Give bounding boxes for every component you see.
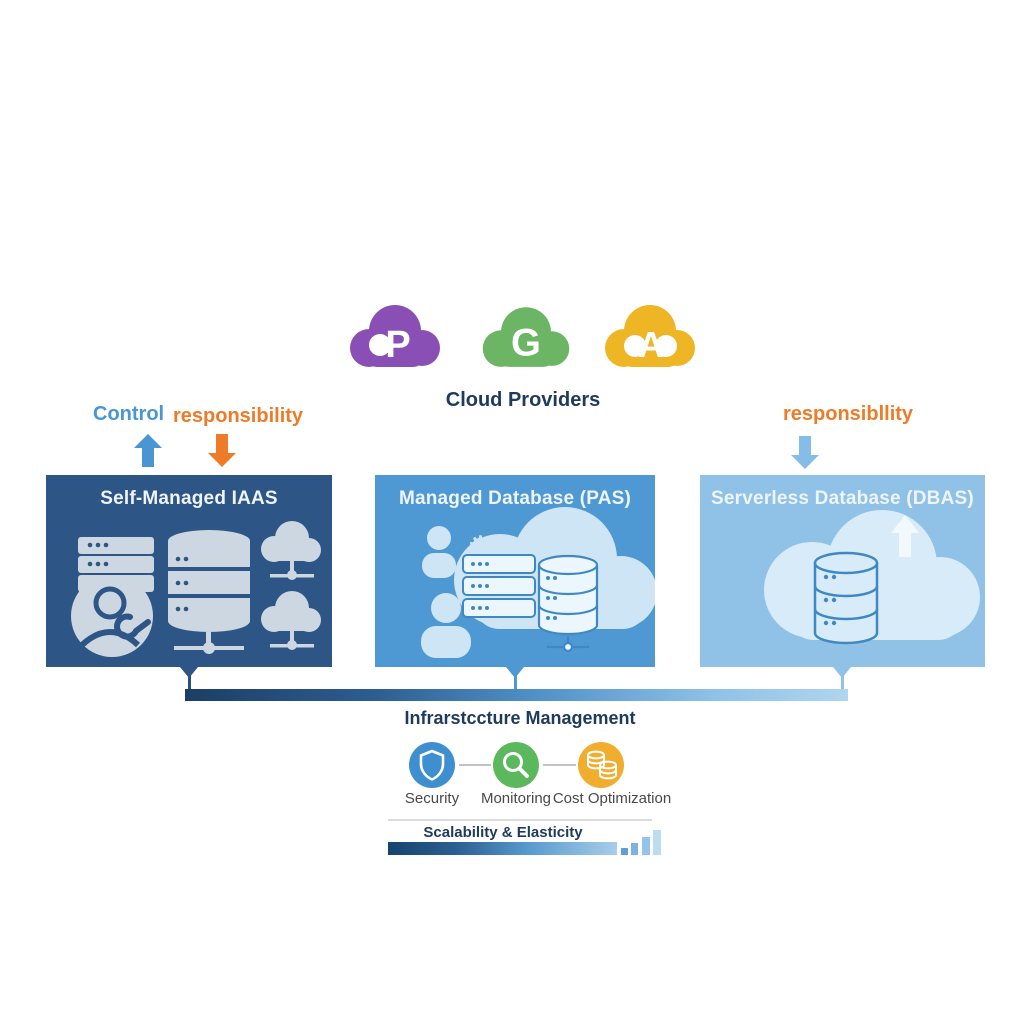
provider-a-letter: A — [638, 324, 664, 365]
panel-1-connector-line — [188, 667, 191, 691]
provider-cloud-g-icon: G — [482, 307, 570, 367]
panel-title: Serverless Database (DBAS) — [711, 488, 974, 509]
scalability-gradient-bar — [388, 842, 617, 855]
server-rack-outline-icon — [462, 554, 536, 618]
scalability-divider-line — [388, 819, 652, 821]
provider-cloud-p-icon: P — [350, 305, 440, 367]
monitoring-label: Monitoring — [480, 790, 552, 807]
growth-bars-icon — [653, 830, 661, 855]
monitoring-icon — [493, 742, 539, 788]
panel-1-notch — [180, 667, 198, 678]
growth-bars-icon — [642, 837, 650, 855]
security-icon — [409, 742, 455, 788]
infrastructure-management-label: Infrarstccture Management — [404, 708, 636, 728]
responsibility-label-right: responsibllity — [783, 403, 914, 425]
panel-2-connector-line — [514, 667, 517, 691]
database-outline-icon — [537, 554, 599, 653]
panel-managed-database: ⚙ — [375, 475, 655, 667]
database-stack-icon — [168, 530, 250, 654]
network-cloud-top-icon — [261, 521, 321, 580]
user-icon — [421, 526, 471, 658]
responsibility-label-left: responsibility — [173, 405, 304, 427]
cost-optimization-icon — [578, 742, 624, 788]
panel-connector-gradient-bar — [185, 689, 848, 701]
cloud-providers-label: Cloud Providers — [445, 389, 601, 411]
panel-3-notch — [833, 667, 851, 678]
panel-title: Managed Database (PAS) — [398, 488, 632, 509]
responsibility-down-arrow-right-icon — [791, 436, 819, 469]
mgmt-connector-line — [543, 764, 576, 766]
responsibility-down-arrow-left-icon — [208, 434, 236, 467]
network-cloud-bottom-icon — [261, 591, 321, 650]
security-label: Security — [404, 790, 460, 807]
database-outline-icon — [813, 551, 879, 645]
self-managed-illustration — [71, 521, 321, 657]
panel-self-managed-iaas: Self-Managed IAAS — [46, 475, 332, 667]
growth-bars-icon — [621, 848, 628, 855]
provider-p-letter: P — [385, 324, 410, 366]
provider-cloud-a-icon: A — [605, 305, 695, 367]
control-up-arrow-icon — [134, 434, 162, 467]
panel-title: Self-Managed IAAS — [100, 488, 278, 509]
admin-avatar-icon — [71, 575, 153, 657]
provider-g-letter: G — [511, 321, 541, 364]
cost-optimization-label: Cost Optimization — [552, 790, 672, 807]
panel-serverless-database: Serverless Database (DBAS) — [700, 475, 985, 667]
serverless-illustration — [764, 510, 980, 645]
control-label: Control — [93, 403, 165, 425]
managed-database-illustration: ⚙ — [421, 507, 655, 658]
panel-3-connector-line — [841, 667, 844, 691]
scale-up-arrow-icon — [891, 515, 919, 557]
scalability-label: Scalability & Elasticity — [423, 824, 583, 841]
mgmt-connector-line — [459, 764, 491, 766]
growth-bars-icon — [631, 843, 638, 855]
panel-2-notch — [506, 667, 524, 678]
